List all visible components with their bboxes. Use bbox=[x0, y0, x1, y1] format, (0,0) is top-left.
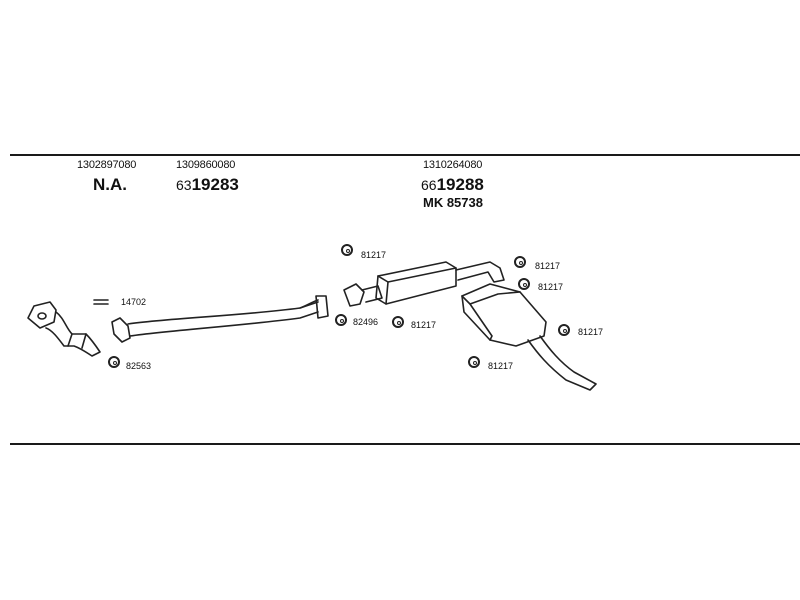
product-code-1-value: N.A. bbox=[93, 175, 127, 194]
product-code-3-value: 19288 bbox=[436, 175, 484, 194]
label-82496: 82496 bbox=[353, 317, 379, 327]
ring-icon bbox=[558, 324, 570, 336]
ring-icon bbox=[518, 278, 530, 290]
product-code-2-value: 19283 bbox=[191, 175, 239, 194]
ring-icon bbox=[335, 314, 347, 326]
product-code-2: 6319283 bbox=[176, 176, 239, 193]
part-number-1: 1302897080 bbox=[77, 159, 137, 171]
label-81217: 81217 bbox=[411, 320, 437, 330]
bottom-divider bbox=[10, 443, 800, 445]
product-code-3: 6619288 bbox=[421, 176, 484, 193]
product-code-2-prefix: 63 bbox=[176, 177, 192, 193]
center-muffler bbox=[343, 261, 505, 307]
ring-icon bbox=[108, 356, 120, 368]
ring-icon bbox=[514, 256, 526, 268]
clamp-14702 bbox=[93, 299, 109, 305]
label-81217: 81217 bbox=[488, 361, 514, 371]
mk-code: MK 85738 bbox=[423, 195, 483, 210]
part-number-2: 1309860080 bbox=[176, 159, 236, 171]
label-81217: 81217 bbox=[535, 261, 561, 271]
product-code-3-prefix: 66 bbox=[421, 177, 437, 193]
ring-icon bbox=[468, 356, 480, 368]
front-downpipe bbox=[27, 301, 101, 357]
rear-muffler bbox=[461, 283, 597, 391]
label-81217: 81217 bbox=[538, 282, 564, 292]
ring-icon bbox=[341, 244, 353, 256]
label-82563: 82563 bbox=[126, 361, 152, 371]
top-divider bbox=[10, 154, 800, 156]
ring-icon bbox=[392, 316, 404, 328]
label-81217: 81217 bbox=[361, 250, 387, 260]
label-14702: 14702 bbox=[121, 297, 147, 307]
label-81217: 81217 bbox=[578, 327, 604, 337]
part-number-3: 1310264080 bbox=[423, 159, 483, 171]
product-code-1: N.A. bbox=[93, 176, 127, 193]
front-pipe bbox=[111, 295, 329, 343]
